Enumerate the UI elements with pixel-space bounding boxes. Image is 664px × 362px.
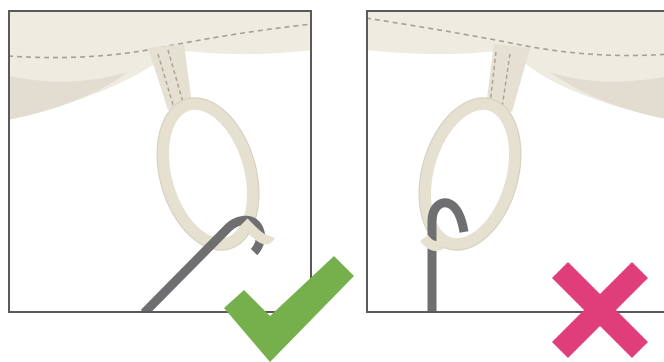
checkmark-icon bbox=[224, 256, 354, 362]
cross-icon bbox=[552, 262, 648, 358]
hanger-hook bbox=[432, 203, 464, 313]
